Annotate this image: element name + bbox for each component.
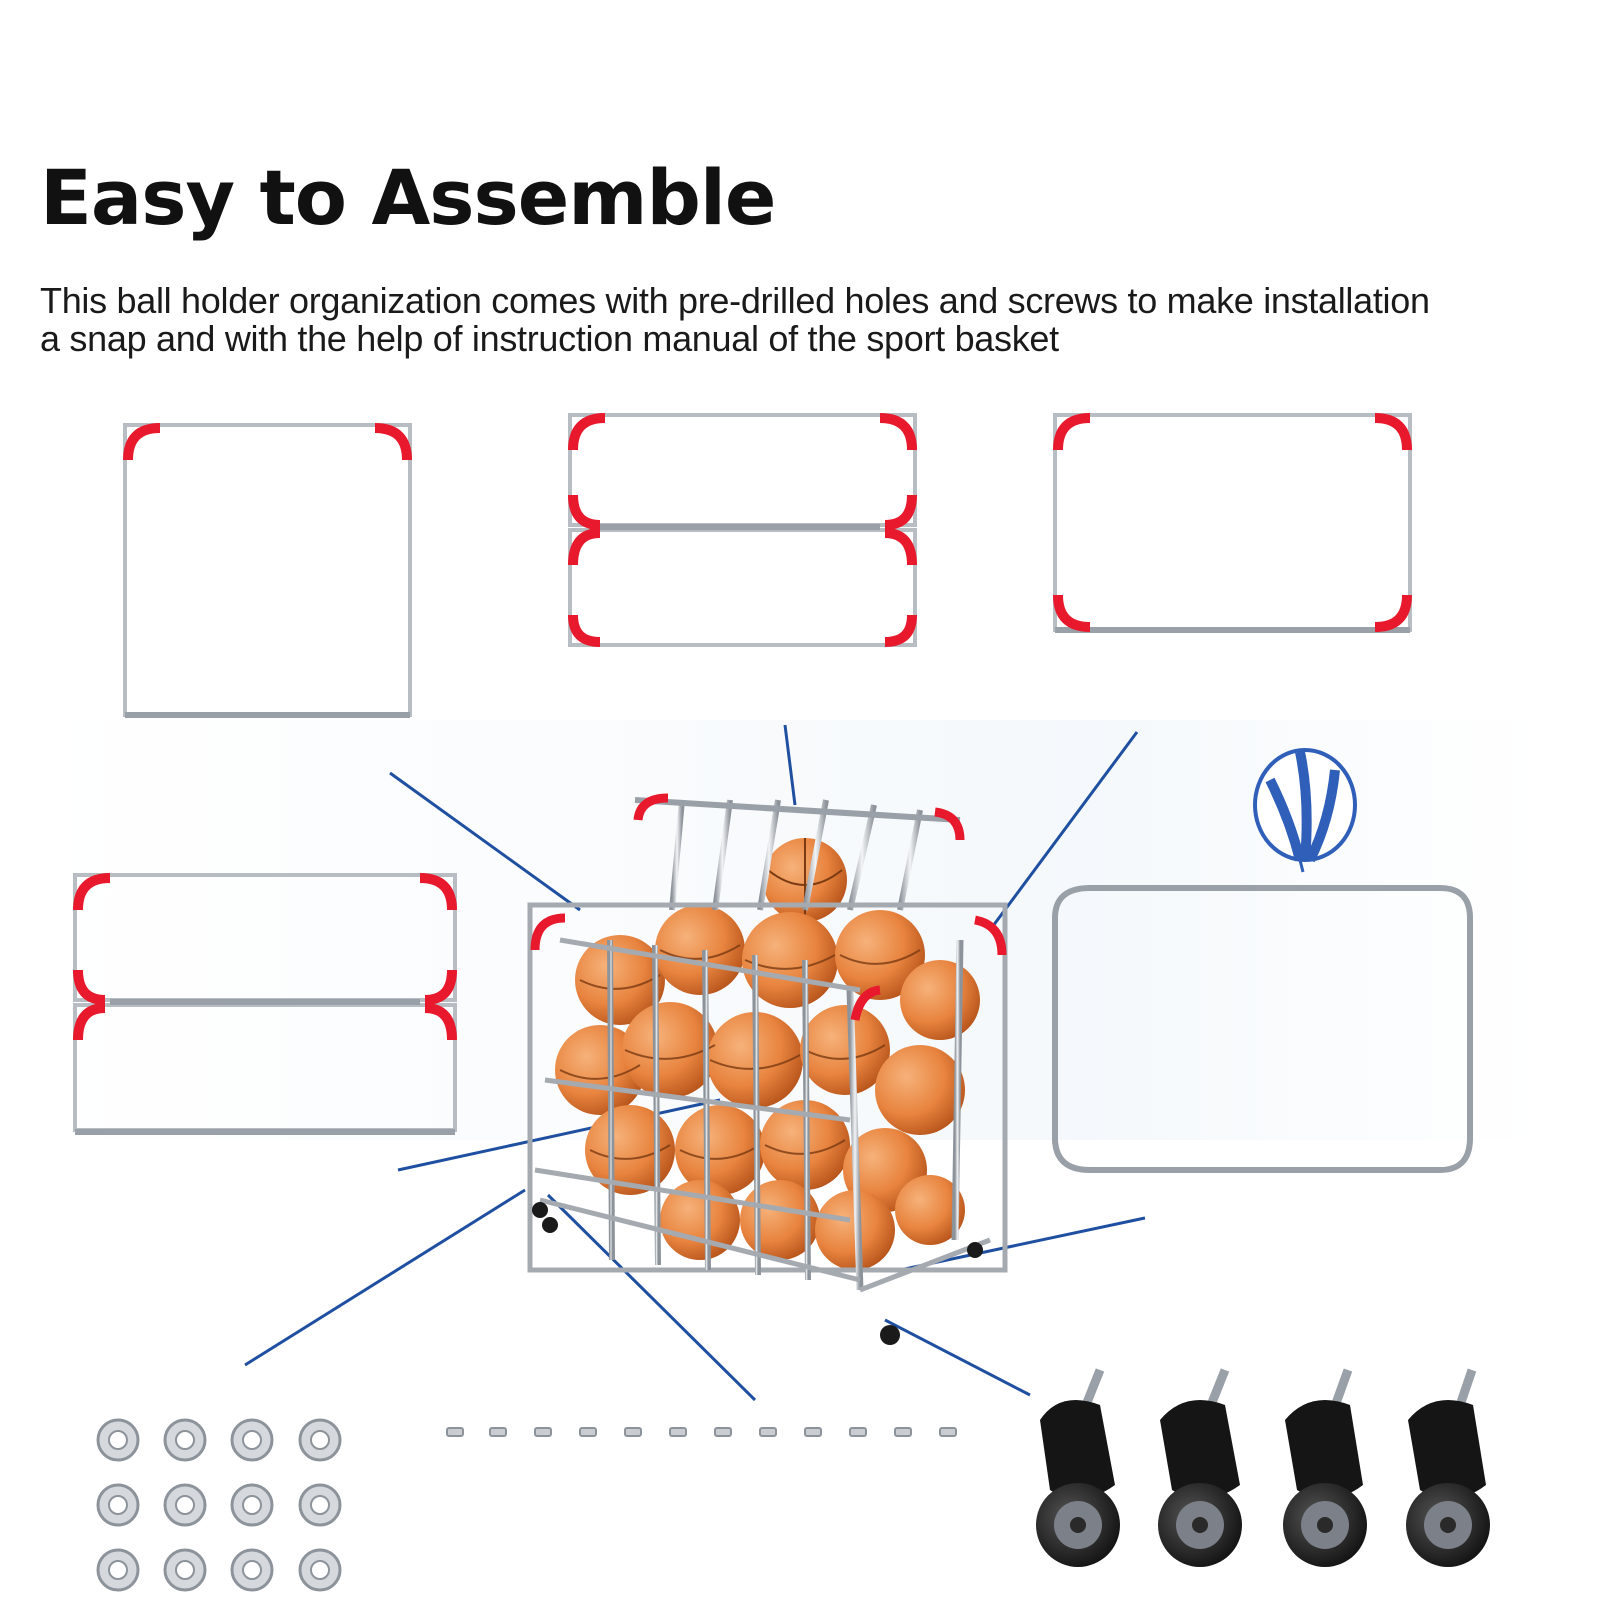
description-line-2: a snap and with the help of instruction … <box>40 318 1059 359</box>
leader-lines <box>244 724 1146 1402</box>
caster-wheel <box>1036 1368 1120 1567</box>
caster-wheel <box>1283 1368 1367 1567</box>
product-description: This ball holder organization comes with… <box>40 282 1595 358</box>
nuts <box>96 1418 342 1592</box>
bolts <box>446 1427 957 1580</box>
balloon-icon <box>1253 748 1357 873</box>
description-line-1: This ball holder organization comes with… <box>40 280 1430 321</box>
side-panel <box>123 423 412 718</box>
page-title: Easy to Assemble <box>40 153 776 242</box>
caster-wheel <box>1158 1368 1242 1567</box>
assembly-illustration <box>0 380 1600 1600</box>
caster-wheel <box>1406 1368 1490 1567</box>
assembled-ball-cart <box>527 793 1008 1345</box>
bottom-rack <box>1052 885 1473 1173</box>
front-panel-split-lower <box>73 873 457 1135</box>
rear-panel <box>1053 413 1412 633</box>
caster-wheels <box>1036 1368 1490 1567</box>
front-panel-split <box>568 413 917 647</box>
